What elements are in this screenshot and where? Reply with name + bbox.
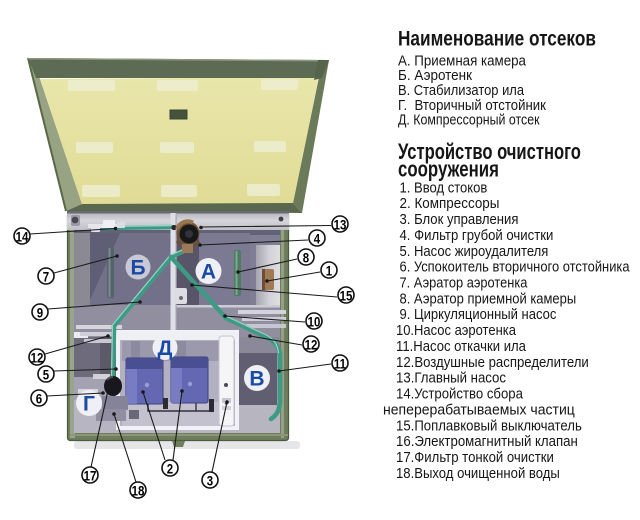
- svg-text:11.Насос откачки ила: 11.Насос откачки ила: [396, 337, 526, 354]
- svg-text:8. Аэратор приемной камеры: 8. Аэратор приемной камеры: [400, 290, 577, 307]
- svg-text:15.Поплавковый выключатель: 15.Поплавковый выключатель: [396, 416, 582, 433]
- svg-text:Д. Компрессорный отсек: Д. Компрессорный отсек: [398, 112, 540, 128]
- svg-text:7: 7: [43, 268, 49, 284]
- svg-text:5: 5: [43, 366, 49, 382]
- svg-text:В. Стабилизатор ила: В. Стабилизатор ила: [398, 81, 524, 98]
- svg-text:16.Электромагнитный клапан: 16.Электромагнитный клапан: [396, 432, 578, 449]
- svg-text:Г: Г: [83, 393, 95, 416]
- svg-text:11: 11: [334, 355, 346, 371]
- svg-text:7. Аэратор аэротенка: 7. Аэратор аэротенка: [400, 274, 528, 291]
- svg-text:Д: Д: [158, 337, 173, 360]
- svg-text:6: 6: [36, 390, 42, 406]
- svg-text:Б: Б: [130, 257, 145, 280]
- svg-text:8: 8: [303, 249, 309, 265]
- svg-text:10.Насос аэротенка: 10.Насос аэротенка: [396, 321, 516, 338]
- svg-text:В: В: [249, 368, 264, 391]
- svg-text:14: 14: [16, 228, 30, 244]
- svg-text:3: 3: [207, 472, 213, 488]
- svg-text:14.Устройство сбора: 14.Устройство сбора: [396, 385, 523, 402]
- svg-text:неперерабатываемых частиц: неперерабатываемых частиц: [383, 402, 575, 419]
- svg-text:Устройство очистного: Устройство очистного: [398, 140, 581, 165]
- svg-text:13.Главный насос: 13.Главный насос: [396, 369, 506, 386]
- svg-text:12.Воздушные распределители: 12.Воздушные распределители: [396, 353, 589, 370]
- svg-text:12: 12: [305, 336, 318, 352]
- svg-text:Наименование отсеков: Наименование отсеков: [398, 28, 596, 51]
- svg-text:18.Выход очищенной воды: 18.Выход очищенной воды: [396, 464, 560, 481]
- svg-text:5. Насос жироудалителя: 5. Насос жироудалителя: [400, 242, 549, 259]
- svg-text:6. Успокоитель вторичного отст: 6. Успокоитель вторичного отстойника: [400, 258, 630, 275]
- svg-text:2. Компрессоры: 2. Компрессоры: [400, 196, 500, 213]
- svg-text:Б. Аэротенк: Б. Аэротенк: [398, 68, 473, 85]
- svg-text:4: 4: [314, 230, 321, 246]
- svg-text:15: 15: [340, 287, 353, 303]
- svg-text:9. Циркуляционный насос: 9. Циркуляционный насос: [400, 305, 557, 322]
- svg-text:2: 2: [167, 460, 173, 476]
- svg-text:17: 17: [84, 467, 97, 483]
- svg-text:9: 9: [37, 304, 43, 320]
- svg-text:4. Фильтр грубой очистки: 4. Фильтр грубой очистки: [400, 226, 554, 243]
- svg-text:18: 18: [132, 482, 145, 498]
- svg-text:А: А: [201, 261, 216, 284]
- svg-text:17.Фильтр тонкой очистки: 17.Фильтр тонкой очистки: [396, 448, 554, 465]
- svg-text:13: 13: [334, 216, 347, 232]
- svg-text:3. Блок управления: 3. Блок управления: [400, 210, 519, 227]
- svg-text:1. Ввод стоков: 1. Ввод стоков: [400, 178, 488, 195]
- svg-text:10: 10: [308, 313, 321, 329]
- svg-text:А. Приемная камера: А. Приемная камера: [398, 53, 526, 70]
- svg-text:1: 1: [326, 262, 332, 278]
- svg-text:12: 12: [31, 349, 44, 365]
- svg-text:Г. Вторичный отстойник: Г. Вторичный отстойник: [398, 96, 547, 113]
- svg-text:сооружения: сооружения: [398, 157, 499, 182]
